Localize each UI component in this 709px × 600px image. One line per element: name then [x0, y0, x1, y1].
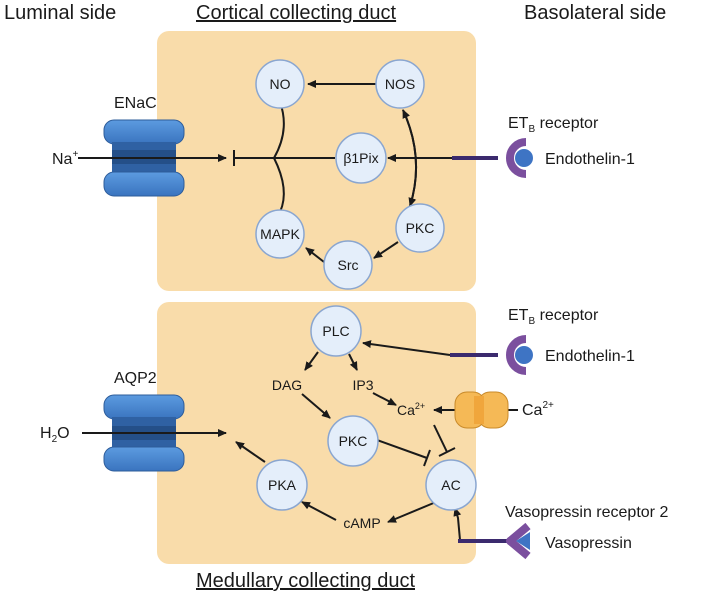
src-to-mapk-arrow [305, 247, 325, 263]
camp-to-pka-arrow [301, 501, 337, 521]
node-nos: NOS [375, 59, 425, 109]
node-pkc-top: PKC [395, 203, 445, 253]
svg-text:NO: NO [270, 76, 291, 92]
etb-receptor-top-icon [452, 138, 533, 178]
pkc-inhibit-ac-line [376, 439, 428, 459]
vasopressin-label: Vasopressin [545, 535, 632, 552]
ip3-label: IP3 [352, 377, 373, 393]
node-no: NO [255, 59, 305, 109]
ca-extracellular-label: Ca2+ [522, 400, 554, 419]
plc-to-ip3-arrow [348, 353, 358, 371]
svg-text:PLC: PLC [322, 323, 349, 339]
mapk-branch-line [273, 157, 285, 213]
pkc-inhibit-ac-bar [423, 449, 431, 467]
ca-intracellular-label: Ca2+ [397, 401, 425, 418]
endothelin-top-label: Endothelin-1 [545, 151, 635, 168]
water-label: H2O [40, 425, 70, 445]
ip3-to-ca-arrow [372, 392, 397, 406]
camp-label: cAMP [343, 515, 380, 531]
medullary-duct-title: Medullary collecting duct [196, 570, 415, 592]
sodium-ion-label: Na+ [52, 149, 78, 168]
pkc-nos-arrow [402, 109, 418, 207]
aqp2-label: AQP2 [114, 370, 157, 387]
svg-text:PKC: PKC [406, 220, 435, 236]
v2r-to-ac-arrow [453, 507, 462, 541]
node-pka: PKA [256, 459, 308, 511]
svg-text:β1Pix: β1Pix [343, 150, 378, 166]
luminal-side-label: Luminal side [4, 2, 117, 24]
v2-receptor-icon [458, 522, 531, 560]
node-b1pix: β1Pix [335, 132, 387, 184]
cortical-cell [157, 31, 476, 291]
node-plc: PLC [310, 305, 362, 357]
ca-inhibit-ac-bar [438, 447, 456, 457]
etb-receptor-bottom-label: ETB receptor [508, 307, 599, 327]
v2-receptor-label: Vasopressin receptor 2 [505, 504, 668, 521]
dag-label: DAG [272, 377, 302, 393]
etb-receptor-top-label: ETB receptor [508, 115, 599, 135]
plc-to-dag-arrow [304, 351, 319, 371]
svg-text:MAPK: MAPK [260, 226, 300, 242]
basolateral-side-label: Basolateral side [524, 2, 667, 24]
ac-to-camp-arrow [387, 501, 437, 523]
svg-text:PKC: PKC [339, 433, 368, 449]
node-src: Src [323, 240, 373, 290]
svg-text:NOS: NOS [385, 76, 415, 92]
node-mapk: MAPK [255, 209, 305, 259]
node-ac: AC [425, 459, 477, 511]
pka-to-aqp2-arrow [235, 441, 266, 463]
svg-text:Src: Src [338, 257, 359, 273]
etb-bottom-to-plc-arrow [362, 340, 451, 356]
enac-label: ENaC [114, 95, 157, 112]
svg-text:PKA: PKA [268, 477, 297, 493]
medullary-cell [157, 302, 476, 564]
etb-receptor-bottom-icon [450, 335, 533, 375]
ca-inhibit-ac-line [433, 424, 448, 453]
pkc-to-src-arrow [373, 241, 399, 259]
svg-text:AC: AC [441, 477, 460, 493]
dag-to-pkc-arrow [301, 393, 331, 419]
calcium-channel-icon [454, 391, 509, 429]
node-pkc-bottom: PKC [327, 415, 379, 467]
cortical-duct-title: Cortical collecting duct [196, 2, 397, 24]
endothelin-bottom-label: Endothelin-1 [545, 348, 635, 365]
